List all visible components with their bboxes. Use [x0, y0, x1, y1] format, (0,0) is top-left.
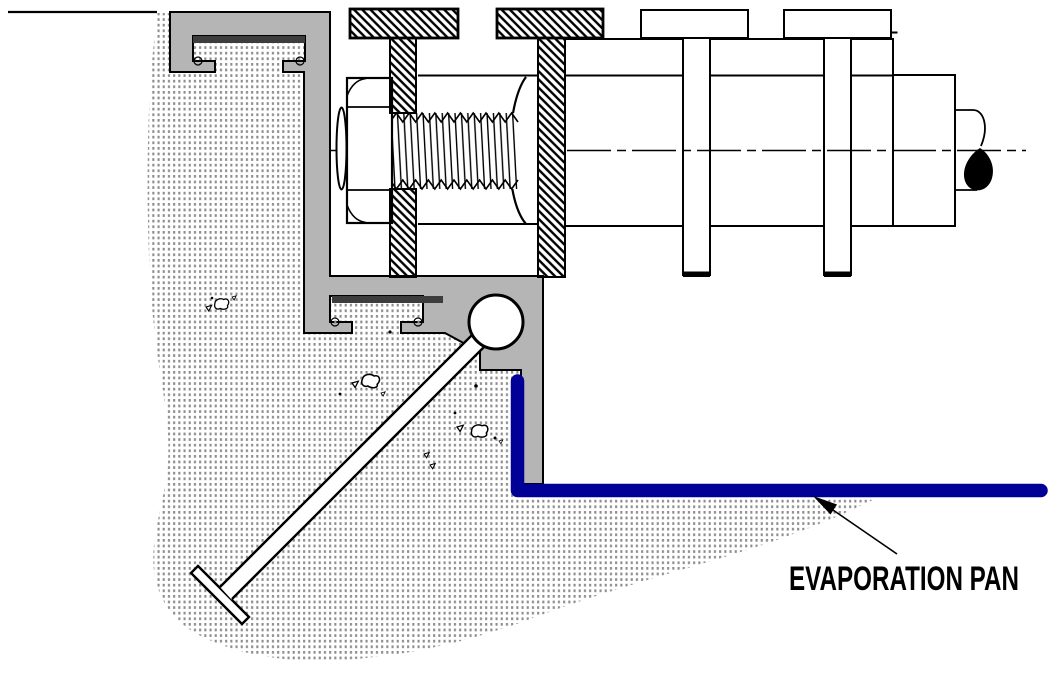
seal-strip-top	[193, 36, 305, 43]
bolt-head-chamfer-lens	[335, 106, 348, 191]
rod-foot	[189, 564, 251, 626]
hex-bolt-head	[335, 76, 394, 225]
screw-boss-notches	[193, 56, 423, 327]
shaft-end-drop	[963, 148, 993, 191]
rod-ball-joint	[467, 293, 525, 351]
bolt-threads	[389, 111, 519, 191]
evaporation-pan-label: EVAPORATION PAN	[789, 560, 1019, 598]
roller-shaft-assembly	[335, 7, 1026, 278]
evaporation-pan-outline	[510, 374, 1048, 498]
aggregate-pebbles	[205, 295, 504, 470]
t-plug-right	[783, 9, 892, 277]
t-plug-left	[640, 9, 749, 277]
evaporation-pan-leader	[813, 496, 898, 555]
mounting-plate-left	[348, 7, 460, 278]
drain-rod-assembly	[189, 293, 525, 626]
leader-arrowhead	[813, 496, 837, 515]
shaft-end-hook	[955, 109, 986, 191]
seal-strip-lower	[332, 296, 443, 303]
